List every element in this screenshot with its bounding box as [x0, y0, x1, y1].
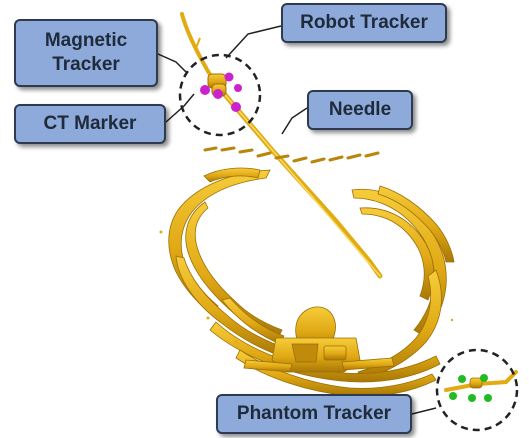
- robot-tracker-label: Robot Tracker: [300, 12, 428, 33]
- ct-marker-callout: CT Marker: [14, 104, 166, 144]
- rib-cage: [168, 167, 455, 397]
- robot-tracker-callout: Robot Tracker: [281, 3, 447, 43]
- speckles: [159, 224, 454, 344]
- phantom-tracker-spheres: [449, 374, 492, 402]
- phantom-tracker-sphere: [480, 374, 488, 382]
- needle-guide-segments: [203, 146, 380, 164]
- robot-tracker-leader: [225, 25, 282, 59]
- phantom-tracker-callout: Phantom Tracker: [216, 394, 412, 434]
- magnetic-tracker-label-line2: Tracker: [52, 54, 120, 75]
- phantom-tracker-highlight: [435, 348, 519, 432]
- ct-marker-sphere: [234, 84, 242, 92]
- ct-marker-sphere: [224, 72, 234, 82]
- needle-callout: Needle: [307, 90, 413, 130]
- magnetic-tracker-label-line1: Magnetic: [44, 30, 128, 51]
- phantom-tracker-sphere: [468, 394, 476, 402]
- ct-marker-spheres: [200, 72, 242, 112]
- ct-marker-label: CT Marker: [43, 113, 137, 134]
- phantom-tracker-leader: [411, 407, 437, 415]
- needle-label: Needle: [328, 99, 392, 120]
- phantom-tracker-sphere: [484, 394, 492, 402]
- phantom-tracker-sphere: [449, 392, 457, 400]
- ct-marker-leader: [165, 93, 195, 123]
- magnetic-tracker-leader: [157, 53, 187, 73]
- vertebra: [243, 306, 395, 373]
- needle-leader: [281, 107, 308, 135]
- ct-marker-sphere: [231, 102, 241, 112]
- magnetic-tracker-highlight: [178, 53, 262, 137]
- phantom-tracker-rod: [444, 370, 518, 392]
- leader-lines: [157, 25, 437, 415]
- phantom-tracker-sphere: [458, 375, 466, 383]
- ct-marker-sphere: [213, 89, 223, 99]
- magnetic-tracker-callout: Magnetic Tracker: [14, 19, 158, 87]
- phantom-tracker-label: Phantom Tracker: [236, 403, 392, 424]
- ct-marker-sphere: [200, 85, 210, 95]
